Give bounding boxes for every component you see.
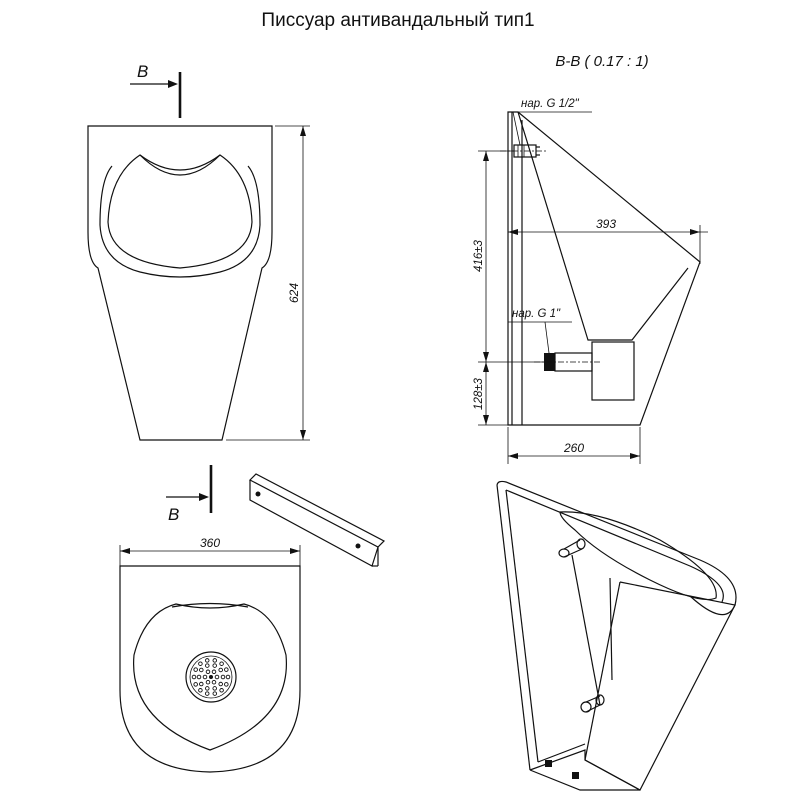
grate-hole [198,661,203,666]
dim-inlet-label: 416±3 [473,239,485,271]
section-label: B-B ( 0.17 : 1) [555,53,648,70]
grate-hole [204,691,210,696]
callout-inlet-label: нар. G 1/2" [521,98,580,110]
dim-outlet-label: 128±3 [473,377,485,409]
grate-hole [211,679,217,685]
top-body-outline [119,565,301,773]
iso-bowl [559,511,717,601]
dim-height-label: 624 [287,283,301,303]
grate-hole [212,691,218,696]
grate-hole [220,674,226,680]
iso-front-face [584,581,736,791]
top-view: B 360 [119,465,301,773]
iso-mount-hole-left [545,760,552,767]
section-letter-bottom: B [168,505,179,524]
grate-hole [205,669,211,675]
top-bowl-rim [133,603,287,751]
grate-hole [211,669,217,675]
iso-outlet-pipe [580,694,605,713]
grate-hole [205,663,210,668]
grate-hole [205,686,210,691]
grate-hole [199,681,204,687]
grate-hole [224,667,229,672]
grate-hole [218,667,223,673]
dim-height-624: 624 [226,125,310,441]
isometric-view [496,480,737,791]
grate-hole [219,661,224,666]
mounting-bracket [248,473,386,567]
drain-grate [185,651,237,703]
section-marker-top: B [130,62,182,118]
grate-hole [224,682,229,687]
section-drain-box [591,341,635,401]
grate-hole [212,658,218,663]
grate-hole [193,682,198,687]
grate-hole [196,674,202,680]
grate-hole [199,667,204,673]
dim-outlet-128: 128±3 [473,362,512,426]
iso-top-rim [496,480,737,616]
grate-center [209,675,213,679]
grate-hole [193,667,198,672]
grate-hole [225,674,231,680]
section-view: B-B ( 0.17 : 1) нар. G 1/2" нар. [473,53,708,464]
grate-hole [218,681,223,687]
dim-depth-top-label: 393 [596,217,616,231]
section-letter-top: B [137,62,148,81]
grate-hole [198,688,203,693]
front-bowl-inner [107,154,253,269]
callout-inlet: нар. G 1/2" [512,98,592,146]
callout-outlet-label: нар. G 1" [512,308,561,320]
front-inner-rim [99,165,261,278]
grate-hole [212,686,217,691]
grate-hole [204,658,210,663]
iso-bottom [529,749,641,791]
drawing-title: Писсуар антивандальный тип1 [261,10,534,31]
dim-inlet-416: 416±3 [473,150,544,363]
grate-hole [205,679,211,685]
grate-hole [212,663,217,668]
grate-hole [214,674,220,680]
grate-hole [219,688,224,693]
top-bowl-inner [171,602,249,608]
dim-depth-260: 260 [507,427,641,464]
iso-inlet-pipe [558,538,586,558]
grate-hole [191,674,197,680]
dim-depth-393: 393 [508,217,708,264]
iso-mount-hole-right [572,772,579,779]
front-view: B 624 [87,62,310,441]
dim-width-label: 360 [200,536,220,550]
section-inner-line [517,111,689,341]
grate-hole [202,674,208,680]
section-outer-profile [507,111,701,426]
front-bowl-top [139,154,221,176]
front-body-outline [87,125,273,441]
dim-depth-bottom-label: 260 [563,441,584,455]
callout-outlet: нар. G 1" [508,308,572,354]
section-marker-bottom: B [166,465,213,524]
